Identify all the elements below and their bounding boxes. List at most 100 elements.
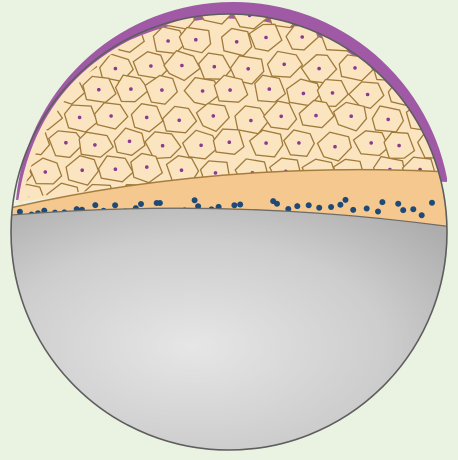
cell-nucleus (10, 64, 14, 68)
cell-nucleus (98, 40, 102, 44)
cell (373, 1, 405, 28)
band-nucleus (274, 201, 280, 207)
band-nucleus (429, 200, 435, 206)
cell (399, 1, 431, 28)
cell-nucleus (302, 92, 306, 96)
cell-nucleus (44, 170, 48, 174)
cell (432, 105, 458, 132)
cell-nucleus (246, 67, 250, 71)
cell-nucleus (415, 14, 419, 18)
cell-nucleus (404, 40, 408, 44)
cell (27, 50, 60, 76)
cell-nucleus (160, 88, 164, 92)
cell-nucleus (279, 115, 283, 119)
cell-nucleus (114, 167, 118, 171)
cell-nucleus (228, 140, 232, 144)
cell-nucleus (177, 119, 181, 123)
cell-nucleus (264, 36, 268, 40)
band-nucleus (306, 202, 312, 208)
cell-nucleus (282, 63, 286, 67)
cell (15, 26, 48, 53)
cell-nucleus (180, 168, 184, 172)
band-nucleus (294, 203, 300, 209)
cell (422, 82, 457, 106)
cell-nucleus (249, 119, 253, 123)
cell-nucleus (161, 144, 165, 148)
cell-nucleus (297, 141, 301, 145)
cell (389, 29, 422, 54)
cell-nucleus (214, 171, 218, 175)
band-nucleus (157, 200, 163, 206)
cell-nucleus (109, 114, 113, 118)
band-nucleus (231, 202, 237, 208)
cell-nucleus (194, 38, 198, 42)
cell (452, 26, 458, 54)
cell-nucleus (14, 169, 18, 173)
yolk (0, 208, 458, 460)
cell (47, 27, 79, 53)
cell-nucleus (10, 13, 14, 17)
band-nucleus (375, 209, 381, 215)
cell-nucleus (31, 92, 35, 96)
cell-nucleus (145, 116, 149, 120)
cell-nucleus (201, 89, 205, 93)
cell-nucleus (333, 145, 337, 149)
cell-nucleus (353, 66, 357, 70)
cell (398, 50, 434, 76)
cell-nucleus (264, 141, 268, 145)
cell-nucleus (348, 12, 352, 16)
cell-nucleus (349, 114, 353, 118)
band-nucleus (316, 205, 322, 211)
cell-nucleus (42, 10, 46, 14)
cell (442, 52, 458, 79)
cell-nucleus (448, 219, 452, 223)
band-nucleus (419, 212, 425, 218)
cell-nucleus (212, 114, 216, 118)
cell-nucleus (213, 65, 217, 69)
band-nucleus (112, 202, 118, 208)
band-nucleus (395, 201, 401, 207)
cell-nucleus (415, 63, 419, 67)
cell-nucleus (228, 88, 232, 92)
cell (64, 1, 98, 27)
band-nucleus (92, 202, 98, 208)
band-nucleus (379, 199, 385, 205)
band-nucleus (328, 204, 334, 210)
band-nucleus (400, 207, 406, 213)
cell (0, 0, 28, 29)
cell (16, 82, 49, 106)
band-nucleus (350, 207, 356, 213)
cell-nucleus (64, 141, 68, 145)
cell (0, 53, 27, 80)
cell-nucleus (314, 114, 318, 118)
cell-nucleus (62, 39, 66, 43)
cell-nucleus (97, 88, 101, 92)
band-nucleus (192, 197, 198, 203)
cell-nucleus (366, 37, 370, 41)
cell-nucleus (145, 165, 149, 169)
cell-nucleus (147, 9, 151, 13)
band-nucleus (343, 197, 349, 203)
cell (418, 24, 451, 51)
cell-nucleus (434, 36, 438, 40)
band-nucleus (337, 202, 343, 208)
cell (450, 77, 458, 103)
cell-nucleus (80, 168, 84, 172)
cell-nucleus (128, 140, 132, 144)
cell-nucleus (331, 91, 335, 95)
cell (101, 0, 134, 27)
cell (0, 107, 30, 133)
cell-nucleus (449, 14, 453, 18)
cell-nucleus (166, 39, 170, 43)
cell-nucleus (30, 37, 34, 41)
cell-nucleus (268, 87, 272, 91)
cell-nucleus (93, 143, 97, 147)
cell-nucleus (77, 11, 81, 15)
cell-nucleus (387, 13, 391, 17)
cell-nucleus (235, 40, 239, 44)
cell-nucleus (300, 35, 304, 39)
cell (453, 182, 458, 209)
cell-nucleus (369, 141, 373, 145)
cell-nucleus (116, 11, 120, 15)
